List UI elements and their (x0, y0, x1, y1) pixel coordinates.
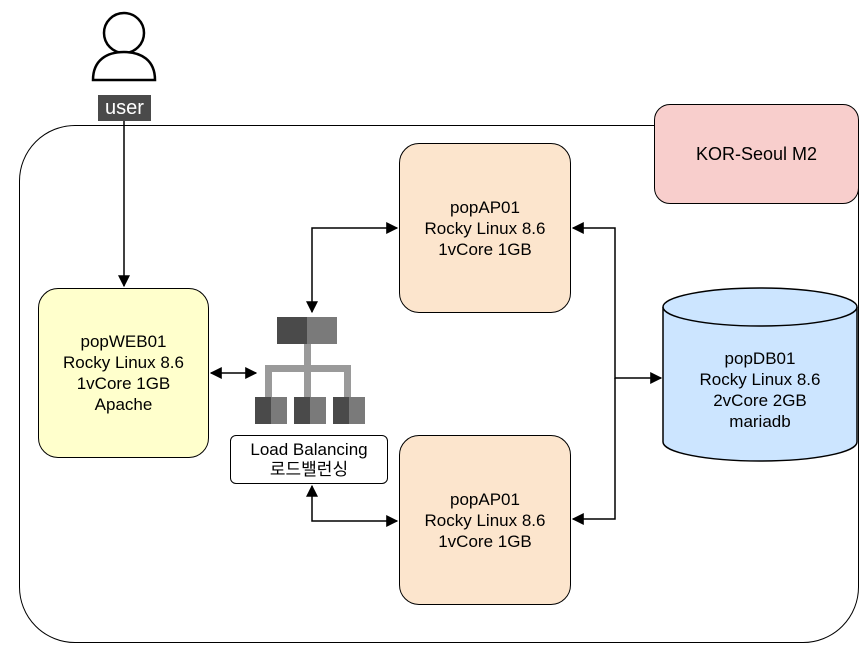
web-server-software: Apache (94, 395, 153, 414)
database-cylinder-icon (662, 287, 858, 462)
connector-ap2-db (571, 378, 616, 525)
database-node: popDB01 Rocky Linux 8.6 2vCore 2GB maria… (663, 330, 857, 450)
load-balancer-caption: Load Balancing 로드밸런싱 (230, 435, 388, 484)
app-server-2-spec: 1vCore 1GB (438, 531, 532, 551)
web-server-spec: 1vCore 1GB (76, 374, 171, 393)
region-name: KOR-Seoul M2 (695, 143, 818, 164)
user-label: user (98, 95, 151, 121)
connector-lb-ap1 (306, 222, 399, 314)
web-server-name: popWEB01 (80, 332, 167, 351)
web-server-os: Rocky Linux 8.6 (63, 353, 184, 372)
app-server-2-name: popAP01 (450, 489, 520, 509)
load-balancer-label-ko: 로드밸런싱 (269, 459, 349, 479)
connector-ap1-db (571, 222, 663, 384)
connector-lb-ap2 (306, 484, 399, 527)
load-balancer-icon (255, 317, 365, 424)
app-server-node-1: popAP01 Rocky Linux 8.6 1vCore 1GB (399, 143, 571, 313)
web-server-node: popWEB01 Rocky Linux 8.6 1vCore 1GB Apac… (38, 288, 209, 458)
app-server-2-os: Rocky Linux 8.6 (424, 510, 546, 530)
app-server-1-name: popAP01 (450, 197, 520, 217)
app-server-1-os: Rocky Linux 8.6 (424, 218, 546, 238)
region-label: KOR-Seoul M2 (654, 104, 859, 204)
database-spec: 2vCore 2GB (713, 391, 807, 410)
region-frame (19, 125, 859, 643)
database-software: mariadb (729, 412, 791, 431)
load-balancer-label-en: Load Balancing (250, 439, 368, 459)
database-name: popDB01 (724, 349, 796, 368)
app-server-node-2: popAP01 Rocky Linux 8.6 1vCore 1GB (399, 435, 571, 605)
database-os: Rocky Linux 8.6 (699, 370, 821, 389)
user-icon (91, 11, 157, 82)
app-server-1-spec: 1vCore 1GB (438, 239, 532, 259)
